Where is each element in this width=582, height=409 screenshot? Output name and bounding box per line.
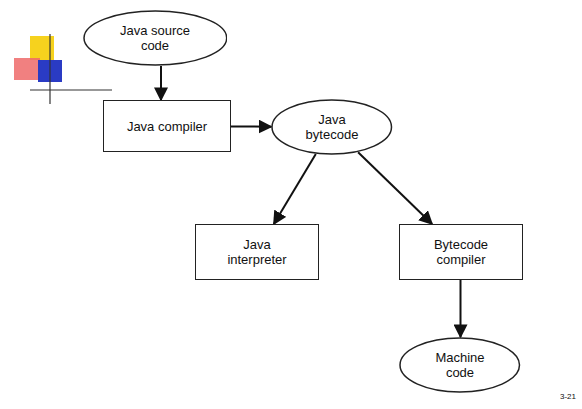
node-label: Java source code (112, 23, 198, 53)
slide-number: 3-21 (560, 392, 576, 401)
arrow-connector (460, 280, 462, 337)
arrow-connector (231, 125, 271, 127)
output-ellipse: Machine code (399, 337, 521, 393)
arrow-connector (160, 66, 162, 100)
logo-line (49, 34, 50, 104)
node-label: Machine code (425, 350, 495, 380)
source-ellipse: Java source code (83, 10, 228, 66)
bytecode-ellipse: Java bytecode (271, 99, 393, 155)
process-box: Bytecode compiler (399, 224, 523, 280)
process-box: Java compiler (103, 100, 231, 152)
node-label: Java compiler (127, 119, 207, 134)
arrow-connector (358, 152, 432, 224)
process-box: Java interpreter (195, 224, 319, 280)
node-label: Java bytecode (297, 112, 367, 142)
arrow-connector (274, 154, 316, 224)
logo-line (30, 89, 112, 90)
node-label: Bytecode compiler (421, 237, 501, 267)
logo-square (14, 58, 40, 80)
node-label: Java interpreter (217, 237, 297, 267)
